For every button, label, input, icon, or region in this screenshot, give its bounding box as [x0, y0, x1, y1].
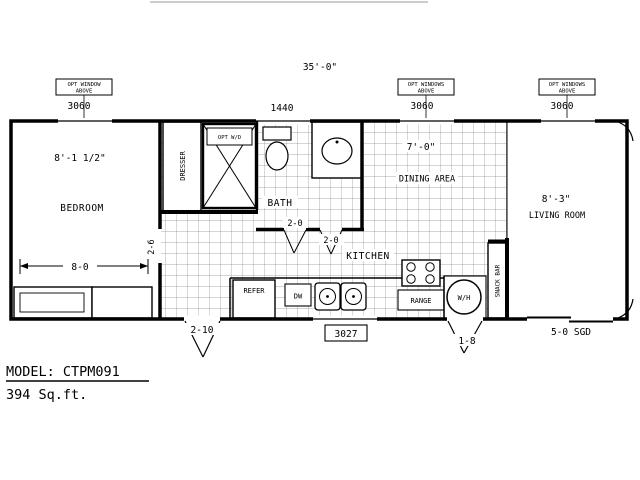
kitchen-window-dim-box: 3027: [324, 324, 368, 342]
window-bedroom: [58, 118, 112, 125]
interior-walls: [158, 121, 509, 319]
kitchen-sink: [314, 282, 367, 311]
overall-width-dim: 35'-0": [303, 62, 337, 73]
living-label: LIVING ROOM: [529, 211, 585, 221]
window-size-center: 1440: [271, 103, 294, 114]
kitchen-label-bg: [342, 249, 394, 261]
refer-label: REFER: [243, 287, 265, 295]
bedroom-closet-dim-text: 8-0: [71, 262, 88, 273]
bath-door-right-dim: 2-0: [323, 236, 338, 246]
entry-door-dim-bg: [184, 323, 221, 335]
kitchen-label: KITCHEN: [346, 251, 390, 262]
dishwasher: DW: [284, 283, 312, 307]
sliding-glass-door: [527, 315, 613, 323]
bedroom-closet-dim: 8-0: [19, 259, 149, 274]
snack-bar-label: SNACK BAR: [495, 264, 502, 297]
toilet: [262, 126, 292, 171]
bath-label: BATH: [268, 198, 293, 209]
area-text: 394 Sq.ft.: [6, 387, 87, 403]
bedroom-door-dim: 2-6: [147, 239, 157, 254]
bow-end-top-mark: [617, 121, 634, 142]
wh-label: W/H: [458, 294, 471, 302]
bedroom-dresser-units: [13, 286, 153, 319]
dining-width-dim-bg: [402, 140, 440, 152]
bath-door-left-dim: 2-0: [287, 219, 302, 229]
kitchen-window-dim: 3027: [335, 329, 358, 340]
opt-window-note-living-line2: ABOVE: [559, 89, 576, 95]
opt-wd-label: OPT W/D: [218, 135, 241, 141]
dining-width-dim: 7'-0": [407, 142, 436, 153]
range: RANGE: [397, 259, 445, 311]
window-dining: [400, 118, 454, 125]
opt-window-note-dining-line2: ABOVE: [418, 89, 435, 95]
kitchen-window-opening: [313, 315, 377, 323]
patio-door-dim: 5-0 SGD: [551, 327, 591, 338]
bedroom-label: BEDROOM: [60, 203, 104, 214]
living-width-dim: 8'-3": [542, 194, 571, 205]
range-label: RANGE: [410, 297, 431, 305]
window-living: [541, 118, 595, 125]
bedroom-width-dim: 8'-1 1/2": [54, 153, 105, 164]
entry-door-dim: 2-10: [191, 325, 214, 336]
opt-window-note-left-line2: ABOVE: [76, 89, 93, 95]
bow-end-bottom-mark: [617, 298, 634, 319]
window-bath: [256, 118, 310, 125]
opt-window-note-left: OPT WINDOW ABOVE: [55, 78, 113, 118]
bath-sink: [321, 137, 353, 165]
dresser-label: DRESSER: [179, 150, 187, 180]
opt-window-note-living-line1: OPT WINDOWS: [549, 82, 585, 88]
window-size-dining: 3060: [411, 101, 434, 112]
opt-window-note-left-line1: OPT WINDOW: [67, 82, 101, 88]
bath-door-right-dim-bg: [319, 234, 344, 245]
dw-label: DW: [294, 293, 303, 301]
bath-vanity: [311, 121, 363, 179]
opt-window-note-dining-line1: OPT WINDOWS: [408, 82, 444, 88]
opt-window-note-dining: OPT WINDOWS ABOVE: [397, 78, 455, 118]
bath-label-bg: [262, 196, 298, 208]
utility-door-dim: 1-8: [458, 336, 475, 347]
window-size-left: 3060: [68, 101, 91, 112]
dining-label: DINING AREA: [399, 175, 455, 185]
water-heater: W/H: [443, 275, 487, 321]
utility-door-dim-bg: [453, 334, 481, 346]
window-size-living: 3060: [551, 101, 574, 112]
bath-door-left-dim-bg: [283, 217, 308, 228]
shower-optwd-box: OPT W/D: [201, 122, 258, 210]
model-title: MODEL: CTPM091: [6, 364, 120, 380]
opt-window-note-living: OPT WINDOWS ABOVE: [538, 78, 596, 118]
snack-bar: SNACK BAR: [487, 242, 507, 319]
refrigerator: REFER: [232, 279, 276, 319]
dining-label-bg: [396, 172, 458, 184]
